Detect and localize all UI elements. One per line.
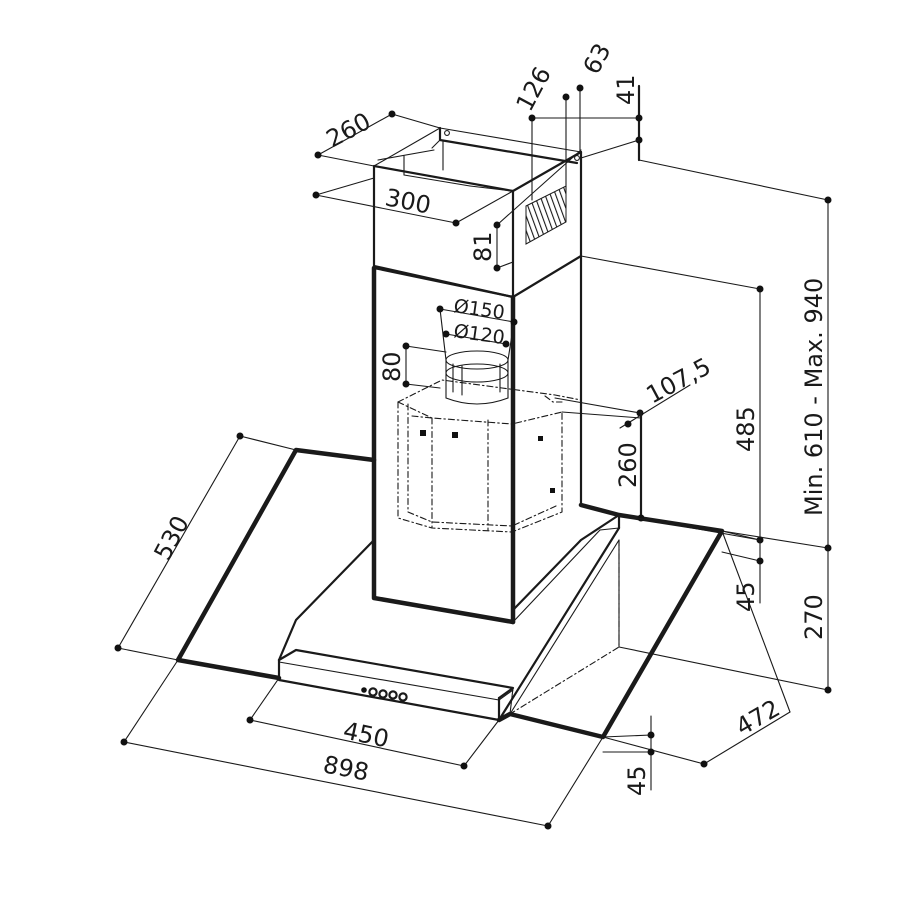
dim-motor-offset: 107,5 [642, 352, 716, 409]
motor-unit [397, 350, 582, 533]
dim-control-panel-width: 450 [341, 716, 392, 753]
dim-hood-side-depth: 472 [731, 694, 785, 741]
dim-outlet-offset-63: 63 [578, 39, 617, 79]
dim-total-height-range: Min. 610 - Max. 940 [800, 278, 828, 516]
dim-collar-height: 80 [378, 351, 406, 382]
dim-outlet-offset-41: 41 [612, 74, 640, 105]
glass-canopy [175, 447, 725, 740]
control-button[interactable] [378, 689, 388, 699]
dim-overall-width: 898 [321, 750, 371, 786]
control-panel [277, 648, 515, 722]
vent-grille [525, 185, 567, 245]
dim-canopy-depth: 530 [149, 511, 195, 565]
dim-chimney-lower-height: 485 [732, 406, 760, 452]
screw-icon [444, 130, 450, 136]
dim-glass-thickness-right: 45 [732, 581, 760, 612]
lower-chimney [371, 254, 583, 625]
dimension-lines [114, 84, 832, 830]
screw-icon [574, 155, 580, 161]
control-button[interactable] [361, 687, 367, 693]
control-button[interactable] [388, 690, 398, 700]
dim-motor-height: 260 [614, 442, 642, 488]
dim-chimney-top-depth: 300 [383, 183, 433, 219]
dim-duct-outer-diameter: Ø150 [452, 295, 506, 324]
dimension-labels: 260 300 126 63 41 81 Ø150 Ø120 80 107,5 … [149, 39, 828, 796]
dim-chimney-top-width: 260 [322, 107, 376, 153]
dim-bracket-height: 81 [469, 231, 497, 262]
control-button[interactable] [398, 692, 408, 702]
dim-glass-thickness-bottom: 45 [623, 765, 651, 796]
control-button[interactable] [368, 687, 378, 697]
dim-hood-height: 270 [800, 594, 828, 640]
dim-outlet-offset-126: 126 [511, 62, 557, 116]
dim-duct-inner-diameter: Ø120 [452, 320, 506, 349]
